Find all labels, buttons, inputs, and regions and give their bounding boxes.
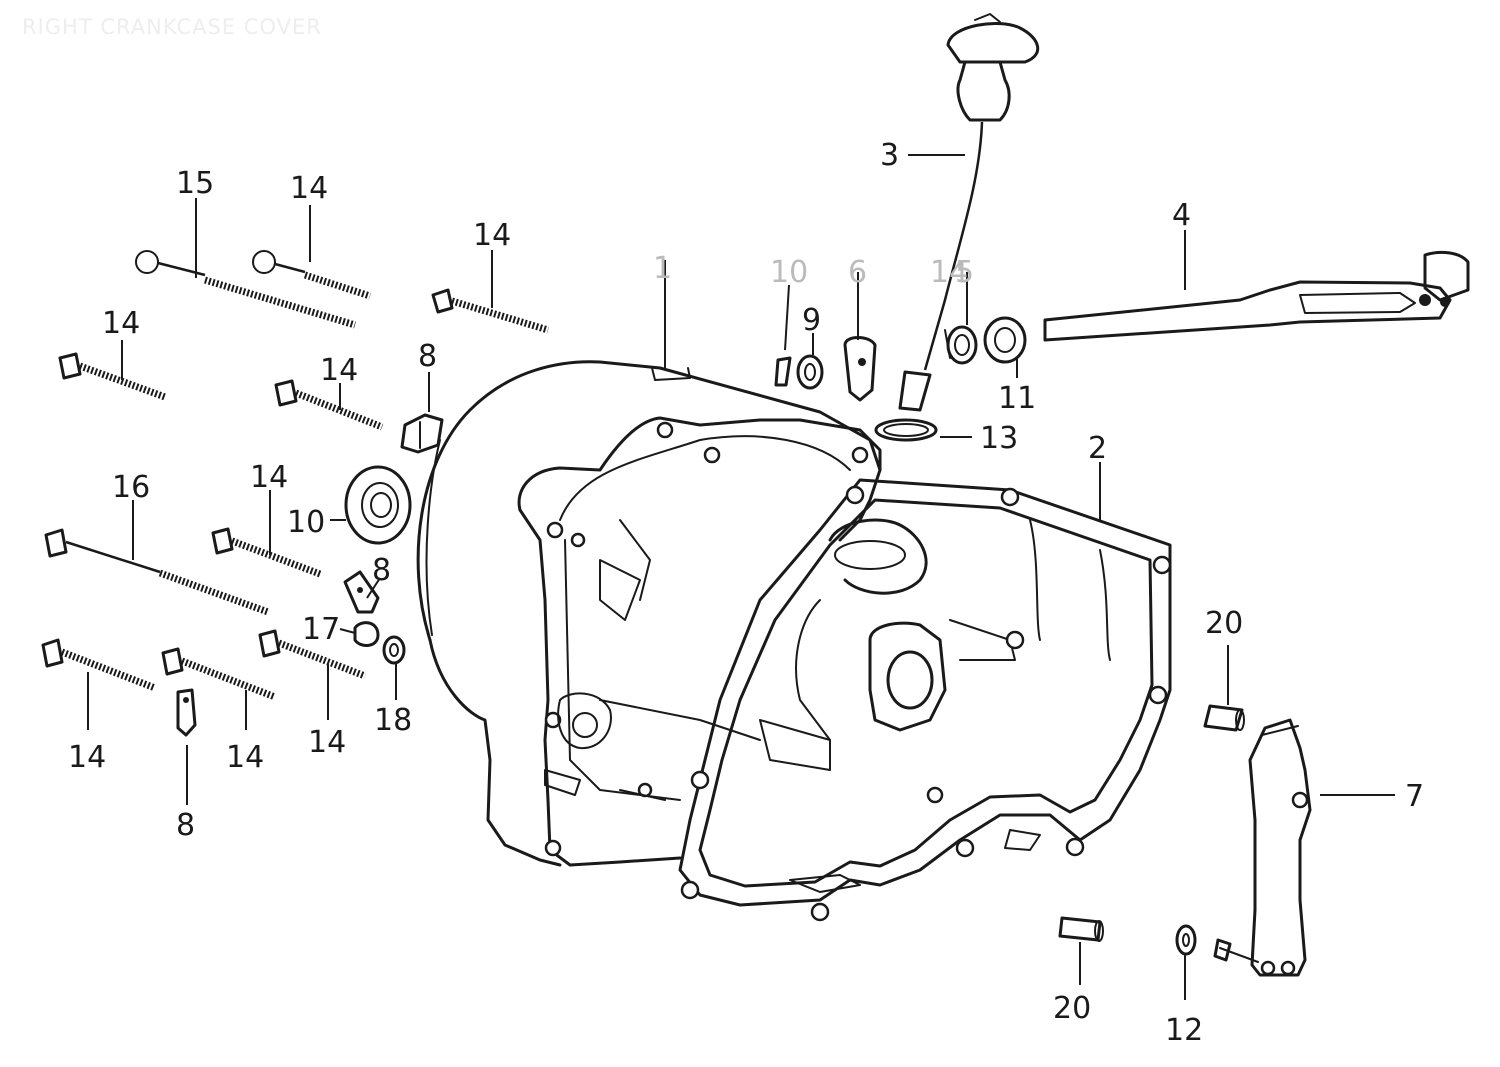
- pin-10-part: [774, 356, 792, 387]
- clamp-17-part: [353, 621, 380, 647]
- callout-10-b: 10: [770, 255, 808, 290]
- oil-seal-10-part: [344, 465, 412, 545]
- callout-4: 4: [1172, 198, 1191, 233]
- part-6-cam: [843, 336, 877, 402]
- callout-11: 11: [998, 381, 1036, 416]
- callout-14-a: 14: [290, 171, 328, 206]
- callout-14-b: 14: [473, 218, 511, 253]
- diagram-title: RIGHT CRANKCASE COVER: [22, 15, 322, 39]
- callout-1: 1: [653, 251, 672, 286]
- oil-seal-11-part: [983, 316, 1027, 364]
- callout-6: 6: [848, 255, 867, 290]
- bolt-15-part: [135, 250, 357, 329]
- callout-13: 13: [980, 421, 1018, 456]
- callout-14-f: 14: [68, 740, 106, 775]
- callout-16: 16: [112, 470, 150, 505]
- callout-7: 7: [1405, 779, 1424, 814]
- gasket-part: [678, 478, 1172, 922]
- callout-14-g: 14: [226, 740, 264, 775]
- bolt-16-part: [44, 528, 270, 616]
- leader-lines: [87, 154, 1395, 1000]
- oil-level-gauge-part: [898, 13, 1039, 412]
- callout-10-a: 10: [287, 505, 325, 540]
- callout-20-b: 20: [1053, 991, 1091, 1026]
- callout-12: 12: [1165, 1013, 1203, 1048]
- clip-8b-part: [343, 570, 380, 614]
- callout-2: 2: [1088, 431, 1107, 466]
- callout-8-c: 8: [176, 808, 195, 843]
- callout-14-d: 14: [320, 353, 358, 388]
- bolt-14c-part: [58, 352, 167, 401]
- bolt-14b-part: [431, 288, 550, 334]
- bolt-14e-part: [211, 527, 322, 578]
- kick-lever-part: [1043, 250, 1470, 342]
- callout-8-a: 8: [418, 339, 437, 374]
- callout-17: 17: [302, 612, 340, 647]
- callout-14-h: 14: [308, 725, 346, 760]
- bolt-14a-part: [252, 250, 372, 300]
- clip-8a-part: [400, 413, 444, 454]
- callout-3: 3: [880, 138, 899, 173]
- callout-5: 5: [955, 255, 974, 290]
- dowel-pin-20a-part: [1203, 704, 1245, 732]
- o-ring-part: [874, 418, 938, 442]
- callout-14-c: 14: [102, 306, 140, 341]
- crankcase-cover-part: [416, 360, 1025, 867]
- washer-18-part: [382, 635, 406, 665]
- callout-labels: 1 2 3 4 5 6 7 8 8 8 9 10 10 11 12 13 14 …: [68, 138, 1424, 1048]
- callout-15: 15: [176, 166, 214, 201]
- callout-14-i: 14: [930, 255, 968, 290]
- bolt-14d-part: [274, 379, 384, 431]
- callout-18: 18: [374, 703, 412, 738]
- bolt-14f-part: [41, 638, 157, 692]
- callout-14-e: 14: [250, 460, 288, 495]
- bolt-14h-part: [258, 629, 367, 680]
- collar-part: [944, 325, 978, 365]
- washer-12-part: [1175, 924, 1197, 956]
- callout-8-b: 8: [372, 553, 391, 588]
- dowel-pin-20b-part: [1058, 916, 1104, 942]
- arm-part: [1213, 718, 1312, 977]
- callout-20-a: 20: [1205, 606, 1243, 641]
- clip-8c-part: [176, 688, 197, 737]
- callout-9: 9: [802, 303, 821, 338]
- bolt-14g-part: [161, 647, 277, 701]
- washer-9-part: [796, 354, 824, 390]
